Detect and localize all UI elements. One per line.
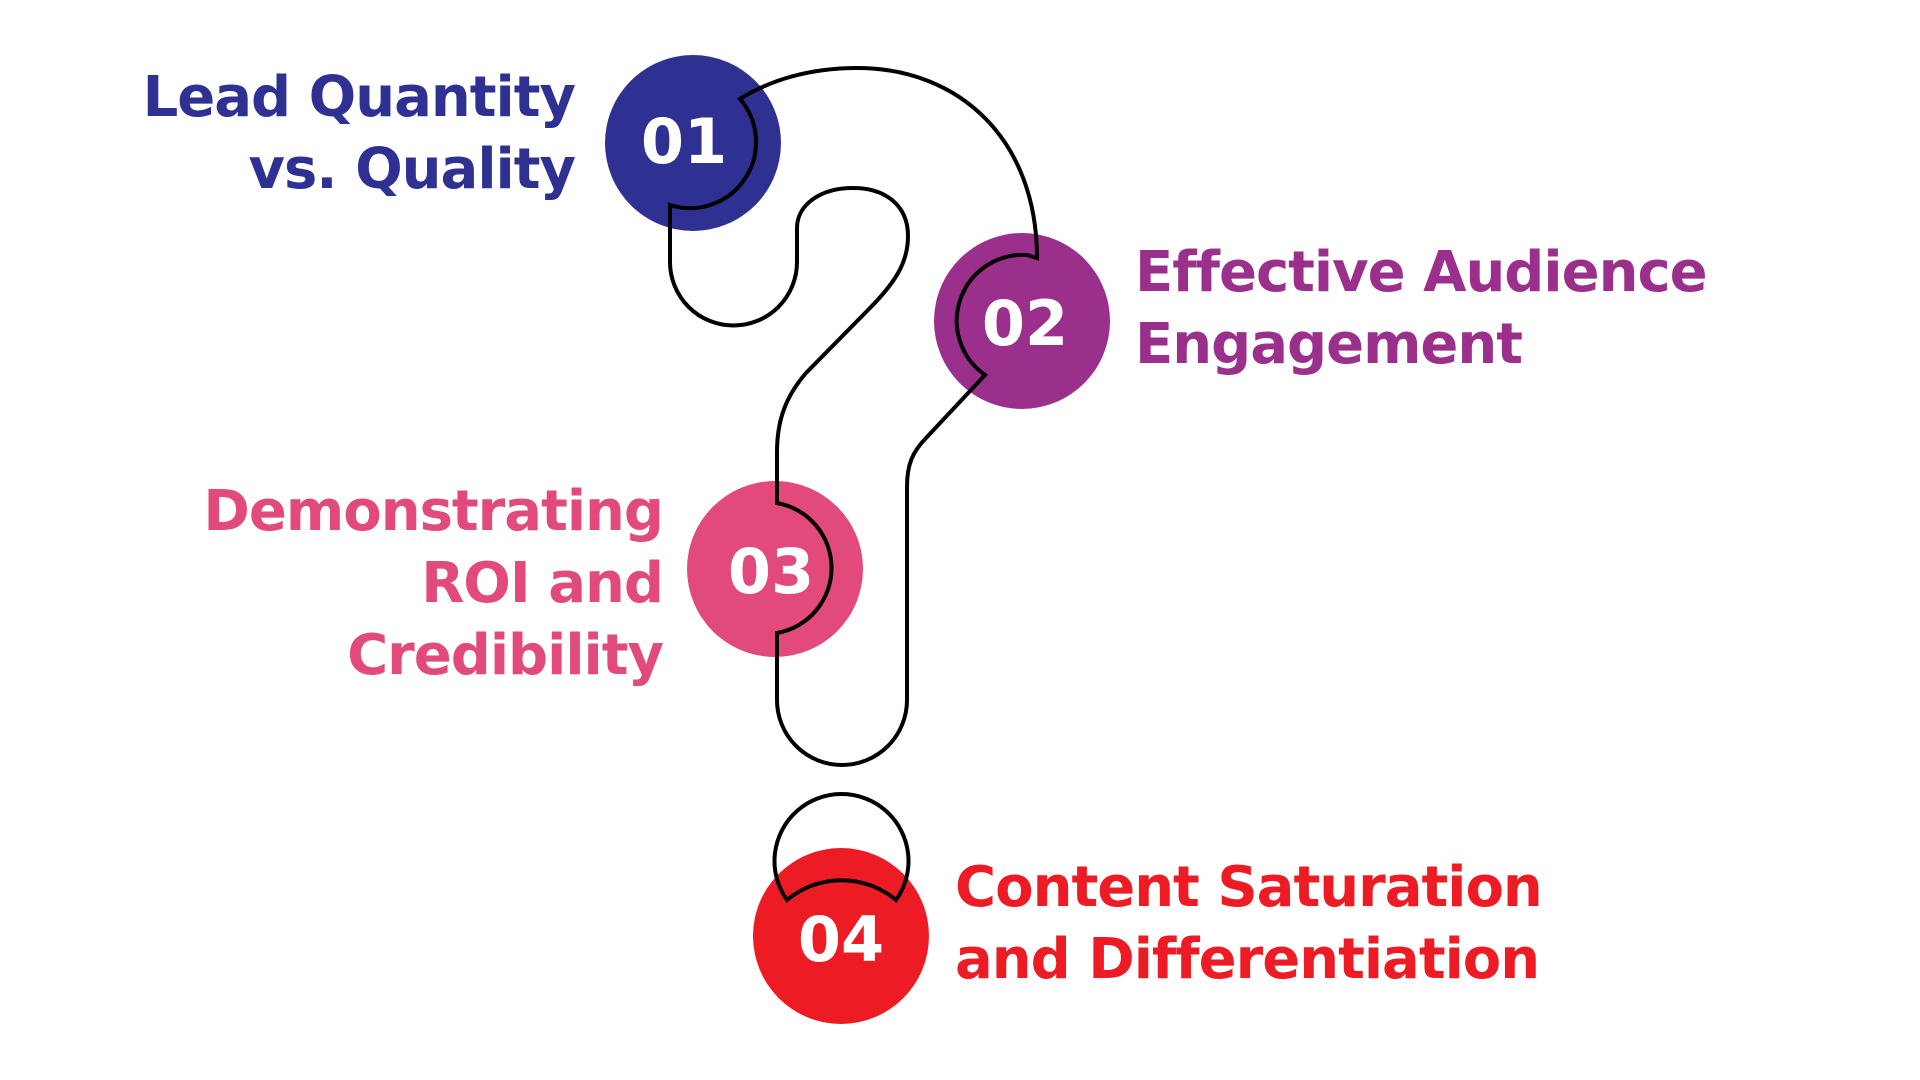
step-label-01: Lead Quantity vs. Quality <box>142 62 576 206</box>
step-circle-03 <box>687 481 863 657</box>
question-mark-outline <box>668 65 1040 767</box>
step-label-04-line-2: and Differentiation <box>955 927 1540 992</box>
step-label-01-line-1: Lead Quantity <box>142 65 576 130</box>
step-number-01: 01 <box>641 105 727 178</box>
step-label-04-line-1: Content Saturation <box>955 855 1543 920</box>
step-number-02: 02 <box>982 287 1068 360</box>
step-circle-02 <box>934 233 1110 409</box>
step-label-04: Content Saturation and Differentiation <box>955 852 1543 996</box>
step-label-01-line-2: vs. Quality <box>248 137 576 202</box>
step-label-02: Effective Audience Engagement <box>1135 237 1708 381</box>
step-label-02-line-2: Engagement <box>1135 312 1523 377</box>
step-label-03-line-3: Credibility <box>347 623 664 688</box>
step-label-03-line-1: Demonstrating <box>203 479 664 544</box>
step-number-03: 03 <box>728 535 814 608</box>
step-label-03-line-2: ROI and <box>421 551 664 616</box>
step-label-02-line-1: Effective Audience <box>1135 240 1708 305</box>
step-label-03: Demonstrating ROI and Credibility <box>203 476 664 692</box>
question-mark-dot-outline <box>772 792 911 903</box>
step-number-04: 04 <box>798 903 884 976</box>
